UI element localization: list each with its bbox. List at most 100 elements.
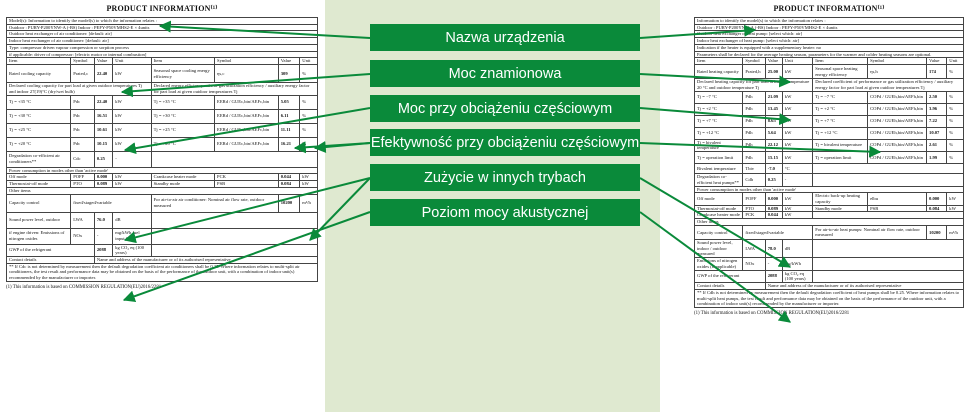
symbol: PSB (214, 180, 279, 188)
part-load-row: Tj = +12 °C Pdh 5.64 kW Tj = +12 °C COPd… (693, 126, 964, 140)
part-load-row: Tj = +20 °C Pdc 10.15 kW Tj = +20 °C EER… (5, 136, 318, 152)
unit: kW (781, 151, 814, 165)
nox-label: if engine driven: Emissions of nitrogen … (5, 227, 72, 245)
unit: % (946, 138, 964, 153)
symbol: Pdc (70, 94, 95, 110)
nox-label: Emissions of nitrogen oxides (if applica… (693, 257, 744, 271)
header-cell: Item (150, 57, 216, 66)
temp: Tj = +12 °C (693, 126, 744, 140)
info-row: Indoor heat exchanger of air conditioner… (6, 37, 318, 45)
seasonal-eff-label: Seasonal space cooling energy efficiency (150, 64, 216, 84)
unit: kW (112, 122, 152, 138)
part-eff-head: Declared energy efficiency ratio or gas … (150, 82, 319, 96)
unit: kW (299, 180, 318, 188)
info-row: Type: compressor driven vapour compressi… (6, 43, 318, 52)
model-name: Outdoor : PURY-P200YNW-A (-BS) Indoor : … (694, 23, 964, 32)
temp: Tj = +30 °C (150, 108, 216, 124)
nox-unit: mg/kWh fuel input GCV (112, 227, 152, 245)
unit: kW (112, 173, 152, 182)
header-cell: Symbol (742, 57, 766, 66)
symbol: EERd / GUEc,bin/AEFc,bin (214, 94, 279, 110)
symbol: Pdh (742, 126, 766, 140)
nox-symbol: NOx (742, 257, 766, 271)
air-flow-value: 10200 (277, 193, 301, 213)
sound-power-symbol: LWA (70, 211, 95, 229)
temp: Tj = +20 °C (150, 136, 216, 152)
degradation-unit: - (781, 173, 814, 187)
value: 8.65 (764, 114, 783, 128)
value: 5.05 (277, 94, 301, 110)
capacity-control-label: Capacity control (5, 193, 72, 213)
part-load-row: Tj = +2 °C Pdh 13.45 kW Tj = +2 °C COPd … (693, 102, 964, 116)
air-flow-unit: m³/h (299, 193, 318, 213)
sound-power-unit: dB (781, 238, 814, 259)
label: Electric back-up heating capacity (812, 192, 869, 206)
unit: % (299, 108, 318, 124)
model-row: Information to identify the model(s) to … (694, 17, 964, 25)
value: 0.044 (764, 211, 783, 220)
header-cell: Unit (781, 57, 814, 66)
contact-label: Contact details (694, 282, 766, 290)
degradation-symbol: Cdc (70, 150, 95, 168)
rated-label: Rated heating capacity (693, 64, 744, 80)
empty-cell (812, 269, 964, 284)
temp: Tj = +35 °C (150, 94, 216, 110)
value: 0.000 (926, 192, 948, 206)
temp: Tj = +20 °C (5, 136, 72, 152)
air-flow-label: For air-to-air air conditioner: Nominal … (150, 193, 279, 213)
product-info-table: Model(s): Information to identify the mo… (5, 17, 319, 282)
symbol: Pdh (742, 151, 766, 165)
bivalent-value: -7.0 (764, 163, 783, 175)
unit: % (946, 151, 964, 165)
empty-cell (812, 238, 964, 259)
symbol: COPd / GUEh,bin/AEFh,bin (867, 90, 928, 104)
degradation-note: ** If Cdh is not determined by measureme… (694, 288, 964, 309)
unit: kW (781, 90, 814, 104)
rated-unit: kW (781, 64, 814, 80)
header-cell: Symbol (70, 57, 95, 66)
label: Thermostat-off mode (693, 204, 744, 213)
bivalent-symbol: Tbiv (742, 163, 766, 175)
contact-value: Name and address of the manufacturer or … (764, 282, 965, 290)
symbol: POFF (742, 192, 766, 206)
seasonal-eff-unit: % (299, 64, 318, 84)
unit: kW (781, 102, 814, 116)
temp: Tj = +7 °C (812, 114, 869, 128)
temp: Tj = +2 °C (812, 102, 869, 116)
label: Standby mode (150, 180, 216, 188)
rated-capacity-row: Rated heating capacity Prated,h 25.00 kW… (693, 64, 964, 80)
header-cell: Item (693, 57, 744, 66)
temp: Tj = −7 °C (693, 90, 744, 104)
air-flow-value: 10200 (926, 224, 948, 240)
gwp-label: GWP of the refrigerant (6, 243, 95, 258)
degradation-value: 0.25 (764, 173, 783, 187)
info-row: Parameters shall be declared for the ave… (694, 50, 964, 59)
value: 1.99 (926, 151, 948, 165)
header-cell: Value (93, 57, 114, 66)
value: 0.000 (764, 192, 783, 206)
capacity-control-label: Capacity control (693, 224, 744, 240)
value: 11.11 (277, 122, 301, 138)
value: 0.000 (93, 173, 114, 182)
value: 6.11 (277, 108, 301, 124)
label: Thermostat-off mode (5, 180, 72, 188)
value: 13.45 (764, 102, 783, 116)
empty-cell (812, 163, 964, 175)
symbol: PTO (70, 180, 95, 188)
rated-value: 22.40 (93, 64, 114, 84)
model-name: Outdoor : PURY-P200YNW-A (-BS) Indoor : … (6, 23, 318, 32)
label-part-load-efficiency: Efektywność przy obciążeniu częściowym (370, 129, 640, 156)
value: 16.21 (277, 136, 301, 152)
unit: kW (112, 180, 152, 188)
temp: Tj = +12 °C (812, 126, 869, 140)
label-part-load-capacity: Moc przy obciążeniu częściowym (370, 95, 640, 122)
value: 22.40 (93, 94, 114, 110)
symbol: Pdh (742, 102, 766, 116)
header-cell: Value (764, 57, 783, 66)
degradation-label: Degradation co-efficient air conditioner… (5, 150, 72, 168)
unit: kW (781, 192, 814, 206)
info-row: if applicable: driver of compressor: [el… (6, 50, 318, 59)
header-cell: Unit (946, 57, 964, 66)
unit: kW (781, 114, 814, 128)
unit: kW (946, 192, 964, 206)
